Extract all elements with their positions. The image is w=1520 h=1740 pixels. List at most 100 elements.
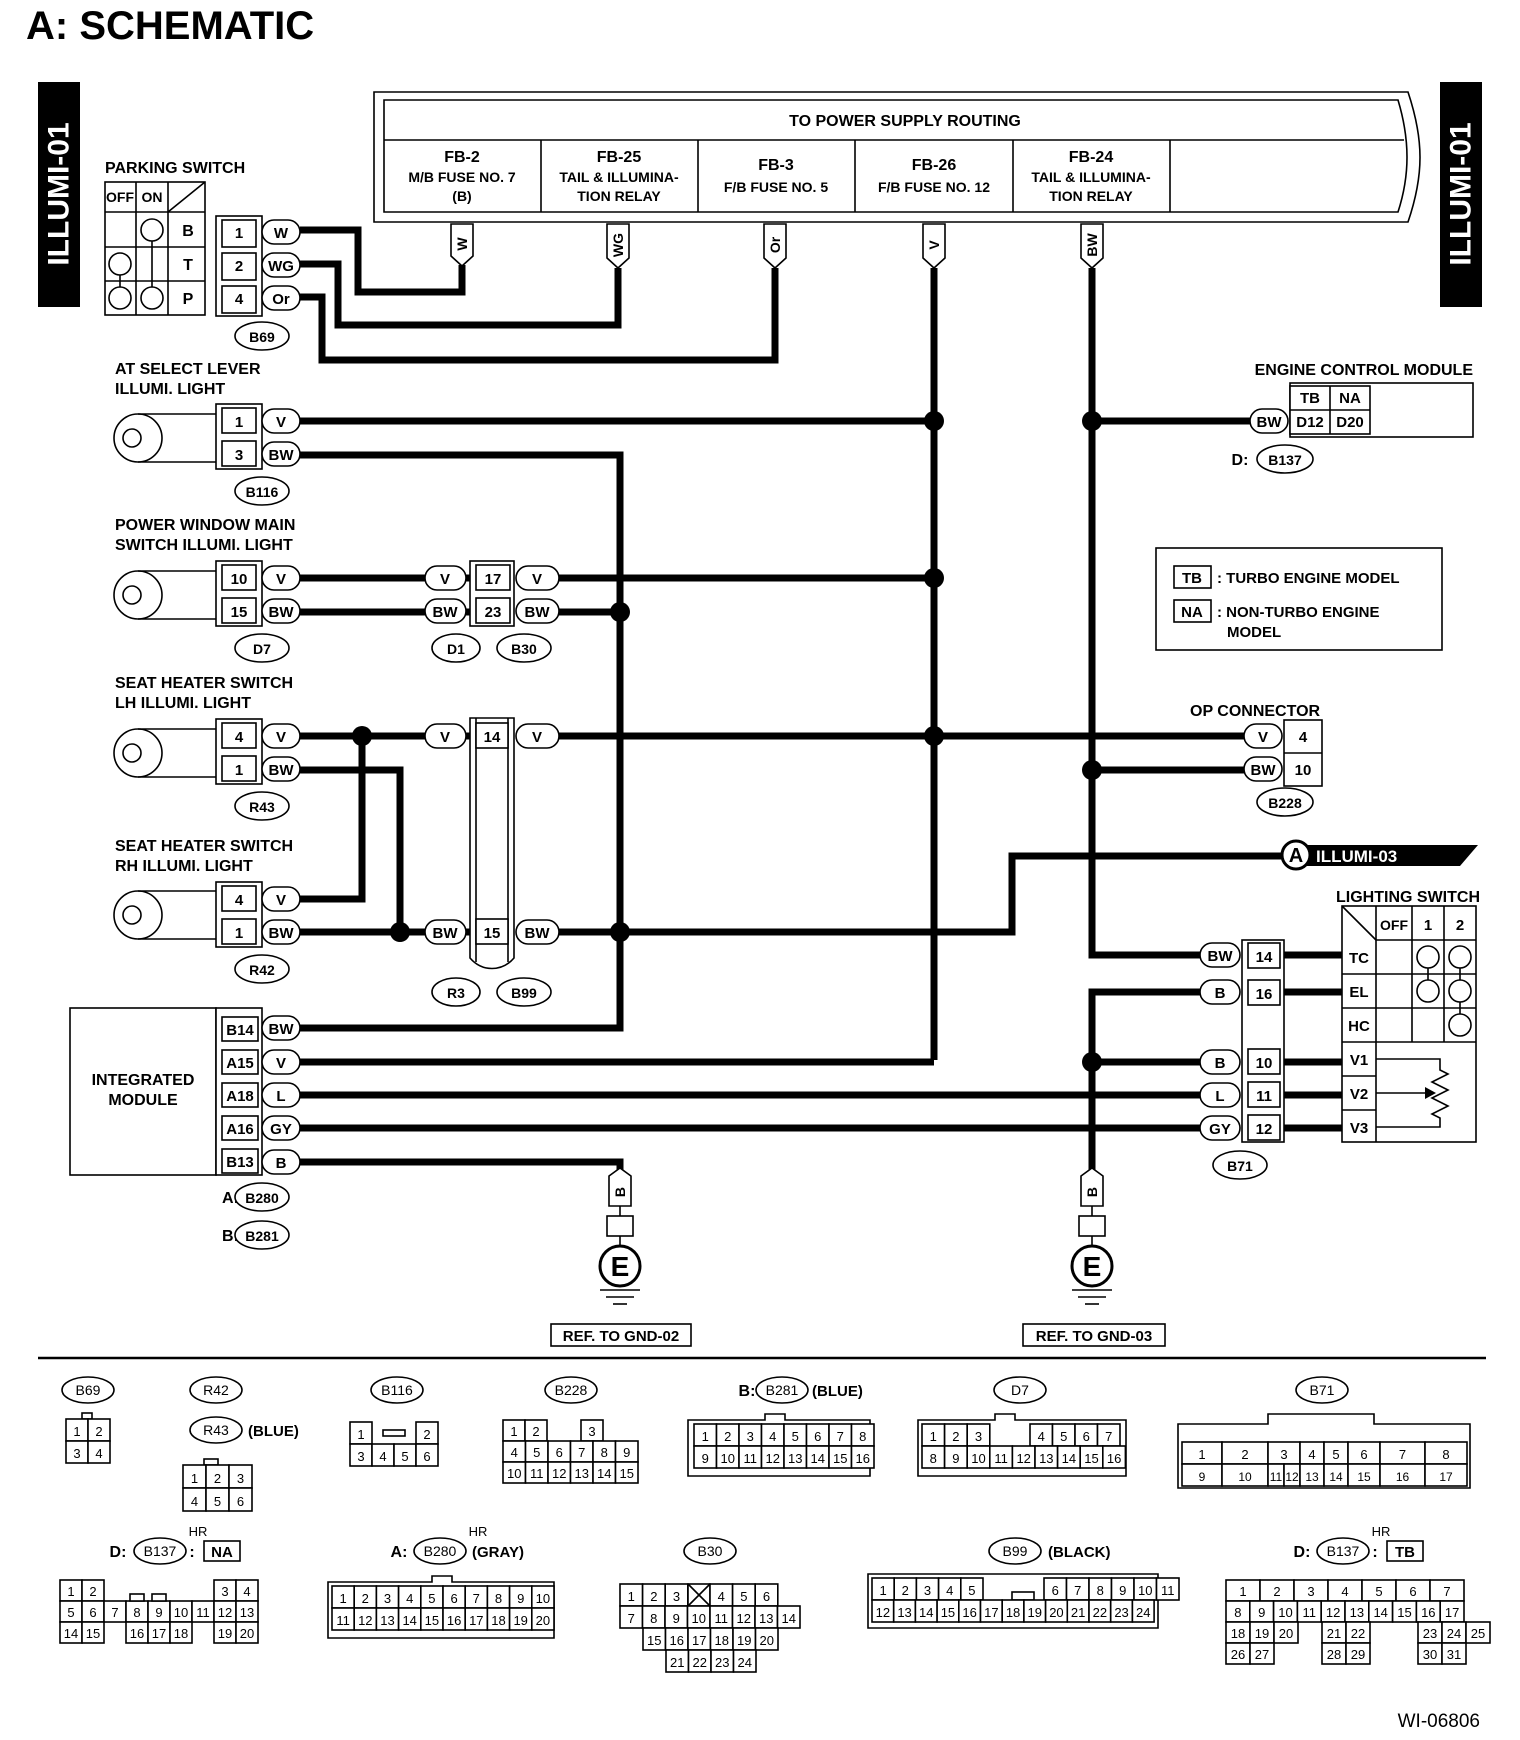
pin-cell	[530, 1607, 555, 1631]
pin-label: 16	[1421, 1605, 1435, 1620]
pin-label: 2	[724, 1429, 731, 1444]
connector-hr: HR	[469, 1524, 488, 1539]
pin-label: 21	[1327, 1626, 1341, 1641]
pin-label: 7	[1399, 1447, 1406, 1462]
wires	[300, 226, 1350, 1185]
pin-number: A18	[226, 1088, 254, 1105]
pin-label: 14	[1329, 1470, 1343, 1484]
pin-number: B13	[226, 1154, 254, 1171]
legend-na-key: NA	[1181, 604, 1203, 621]
pin-label: 11	[196, 1605, 210, 1620]
connector-badge	[993, 1376, 1047, 1404]
device-label: LH ILLUMI. LIGHT	[115, 695, 251, 712]
pin-label: 9	[1119, 1583, 1126, 1598]
pin-label: 19	[218, 1626, 232, 1641]
pin-label: 3	[357, 1449, 364, 1464]
pin-label: 17	[469, 1613, 483, 1628]
pin-number: B14	[226, 1022, 254, 1039]
connector-prefix: D:	[1232, 452, 1249, 469]
connector-badge	[133, 1537, 187, 1565]
pin-label: 2	[532, 1424, 539, 1439]
pin-label: 31	[1447, 1647, 1461, 1662]
pin-label: 16	[1107, 1451, 1121, 1466]
pin-label: 8	[1097, 1583, 1104, 1598]
ecm-head: NA	[1339, 390, 1361, 407]
pin-label: 24	[1136, 1605, 1150, 1620]
pin-label: 18	[174, 1626, 188, 1641]
pin-label: 8	[133, 1605, 140, 1620]
connector-key	[151, 1593, 167, 1602]
parking-row: P	[183, 291, 194, 308]
connector-badge	[370, 1376, 424, 1404]
wire-color: V	[276, 571, 286, 588]
pin-label: 21	[670, 1655, 684, 1670]
pin-label: 4	[946, 1583, 953, 1598]
pin-number: 4	[235, 892, 244, 909]
pin-label: 9	[1258, 1605, 1265, 1620]
wire-color: BW	[269, 447, 295, 464]
parking-head-off: OFF	[106, 189, 134, 205]
pin-label: 6	[814, 1429, 821, 1444]
device-label: SEAT HEATER SWITCH	[115, 838, 293, 855]
connector-id: B137	[144, 1543, 177, 1559]
pin-label: 6	[556, 1445, 563, 1460]
pin-number: 14	[484, 729, 501, 746]
pin-number: 2	[235, 258, 243, 275]
pin-label: 8	[601, 1445, 608, 1460]
pin-label: 18	[715, 1633, 729, 1648]
pin-label: 13	[897, 1605, 911, 1620]
fuse-fb-24: FB-24 TAIL & ILLUMINA- TION RELAY	[1031, 149, 1151, 204]
connector-d1-b30: V BW 17 23 V BW D1 B30	[424, 560, 560, 663]
pin-label: 9	[673, 1611, 680, 1626]
connector-id: D7	[253, 641, 271, 657]
fuse-id: FB-3	[758, 157, 794, 174]
integrated-label: MODULE	[108, 1092, 178, 1109]
pin-label: 5	[740, 1589, 747, 1604]
pin-label: 5	[401, 1449, 408, 1464]
pin-number: 1	[235, 414, 243, 431]
pin-label: 8	[930, 1451, 937, 1466]
connector-id: B69	[76, 1382, 101, 1398]
pin-label: 24	[1447, 1626, 1461, 1641]
pin-label: 8	[495, 1591, 502, 1606]
connector-id: B30	[511, 641, 537, 657]
lighting-row: TC	[1349, 950, 1369, 967]
wire-color: V	[276, 414, 286, 431]
wire-color: V	[276, 892, 286, 909]
pin-cell	[732, 1649, 757, 1673]
pin-label: 27	[1255, 1647, 1269, 1662]
connector-id: R43	[203, 1422, 229, 1438]
wire-color: V	[532, 729, 542, 746]
fuse-line1: M/B FUSE NO. 7	[408, 169, 516, 185]
connector-badge	[413, 1537, 467, 1565]
fuse-wire-tags: W WG Or V BW	[450, 223, 1104, 270]
wire-color: V	[276, 1055, 286, 1072]
pin-cell	[415, 1443, 439, 1467]
pin-label: 19	[513, 1613, 527, 1628]
pin-label: 12	[1285, 1470, 1299, 1484]
pin-label: 3	[384, 1591, 391, 1606]
parking-switch-title: PARKING SWITCH	[105, 160, 245, 177]
lighting-row: V3	[1350, 1120, 1368, 1137]
connector-prefix: B:	[739, 1383, 756, 1400]
pin-label: 8	[1234, 1605, 1241, 1620]
lighting-switch-title: LIGHTING SWITCH	[1336, 889, 1480, 906]
pin-label: 7	[1105, 1429, 1112, 1444]
pin-cell	[850, 1445, 875, 1469]
ground-gnd-02: B E REF. TO GND-02	[550, 1167, 692, 1347]
connector-badge	[988, 1537, 1042, 1565]
connector-id: D7	[1011, 1382, 1029, 1398]
legend-tb-key: TB	[1182, 570, 1202, 587]
pin-label: 1	[1198, 1447, 1205, 1462]
pin-number: 4	[1299, 729, 1308, 746]
pin-label: 22	[1351, 1626, 1365, 1641]
pin-label: 3	[975, 1429, 982, 1444]
blank-pin	[687, 1583, 711, 1607]
pin-label: 4	[379, 1449, 386, 1464]
pin-label: 14	[597, 1466, 611, 1481]
pin-label: 3	[673, 1589, 680, 1604]
wire-color: V	[532, 571, 542, 588]
parking-row: B	[182, 223, 194, 240]
wire-color: BW	[269, 1021, 295, 1038]
